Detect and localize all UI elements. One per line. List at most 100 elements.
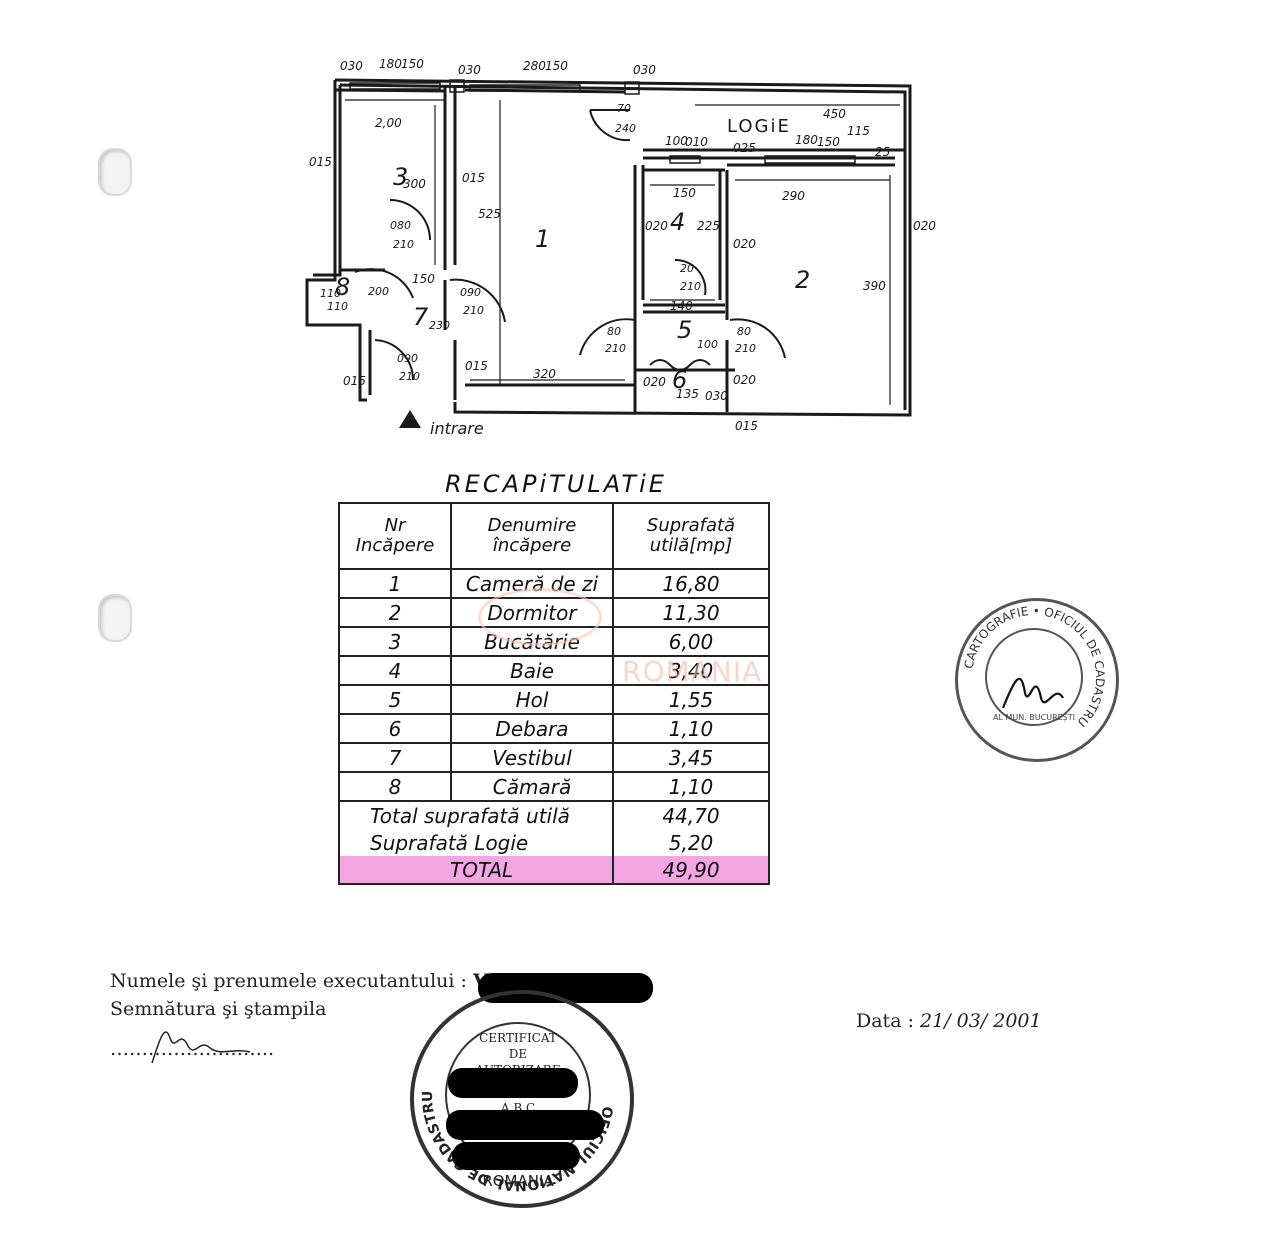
row-area: 6,00 (612, 626, 770, 657)
dim-015c: 015 (465, 359, 488, 373)
dim-top-2: 180 (379, 57, 402, 71)
svg-text:CARTOGRAFIE • OFICIUL DE CADAS: CARTOGRAFIE • OFICIUL DE CADASTRU (962, 604, 1108, 730)
dim-140: 140 (670, 299, 693, 313)
door-8-width: 110 (327, 300, 348, 313)
door-5b-width: 80 (737, 325, 751, 338)
dim-180b: 180 (795, 133, 818, 147)
logia-label: LOGiE (727, 116, 791, 137)
row-area: 3,40 (612, 655, 770, 686)
door-logie-width: 70 (617, 102, 631, 115)
total-util-label: Total suprafată utilă (338, 801, 614, 829)
logia-area-value: 5,20 (612, 829, 770, 856)
dim-top-4: 030 (458, 63, 481, 77)
grand-total-label: TOTAL (338, 856, 614, 885)
dim-top-5: 280 (523, 59, 546, 73)
row-area: 11,30 (612, 597, 770, 628)
executant-line: Numele şi prenumele executantului : V (110, 970, 488, 992)
watermark-logo (478, 588, 602, 646)
redaction-bar-1 (448, 1068, 578, 1098)
dim-015e: 015 (343, 374, 366, 388)
room-number-8: 8 (335, 273, 350, 301)
entrance-label: intrare (430, 419, 484, 438)
date-label: Data : (856, 1010, 914, 1032)
watermark-text: ROMANIA (622, 655, 763, 688)
dim-320: 320 (533, 367, 556, 381)
room-number-2: 2 (795, 266, 810, 294)
dim-300: 300 (403, 177, 426, 191)
dim-390: 390 (863, 279, 886, 293)
authorization-stamp: OFICIUL NATIONAL DE CADASTRU, GEODEZIE S… (410, 990, 634, 1208)
dim-150c: 150 (673, 186, 696, 200)
bottom-stamp-line-1: CERTIFICAT (479, 1031, 557, 1045)
door-1-width: 090 (460, 286, 481, 299)
row-area: 1,10 (612, 771, 770, 802)
row-nr: 2 (338, 597, 452, 628)
dim-030d: 030 (705, 389, 728, 403)
row-name: Baie (450, 655, 614, 686)
dim-top-6: 150 (545, 59, 568, 73)
dim-020a: 020 (645, 219, 668, 233)
door-8-height: 200 (368, 285, 389, 298)
date-value: 21/ 03/ 2001 (920, 1010, 1042, 1032)
room-number-6: 6 (672, 366, 687, 394)
grand-total-row: TOTAL 49,90 (338, 856, 770, 885)
door-4-height: 210 (680, 280, 701, 293)
header-name: Denumire încăpere (450, 502, 614, 570)
row-area: 3,45 (612, 742, 770, 773)
bottom-stamp-line-2: DE (509, 1047, 527, 1061)
row-name: Hol (450, 684, 614, 715)
row-name: Cămară (450, 771, 614, 802)
signature-scribble (1001, 677, 1064, 709)
entrance-arrow-icon (399, 410, 421, 428)
dim-200: 2,00 (375, 116, 402, 130)
logia-row: Suprafată Logie 5,20 (338, 829, 770, 856)
signature-dots: …………………….. (110, 1038, 275, 1060)
door-5a-width: 80 (607, 325, 621, 338)
room-number-4: 4 (670, 208, 685, 236)
dim-top-7: 030 (633, 63, 656, 77)
room-number-1: 1 (535, 225, 550, 253)
dim-150b: 150 (817, 135, 840, 149)
dim-290: 290 (782, 189, 805, 203)
executant-signature (151, 1031, 251, 1064)
right-stamp-ring: CARTOGRAFIE • OFICIUL DE CADASTRU (962, 604, 1108, 730)
dim-100: 100 (665, 134, 688, 148)
room-number-3: 3 (393, 163, 408, 191)
dim-100b: 100 (697, 338, 718, 351)
door-5a-height: 210 (605, 342, 626, 355)
row-area: 1,55 (612, 684, 770, 715)
dim-020b: 020 (733, 237, 756, 251)
total-util-value: 44,70 (612, 801, 770, 829)
executant-label: Numele şi prenumele executantului : (110, 970, 467, 992)
row-area: 16,80 (612, 568, 770, 599)
row-nr: 4 (338, 655, 452, 686)
bottom-stamp-country: ROMANIA (482, 1172, 554, 1190)
dim-top-1: 030 (340, 59, 363, 73)
door-3-width: 080 (390, 219, 411, 232)
dim-225: 225 (697, 219, 720, 233)
floor-plan: 3 1 4 2 5 6 7 8 LOGiE 030 180 150 030 28… (305, 57, 936, 438)
row-name: Debara (450, 713, 614, 744)
row-nr: 3 (338, 626, 452, 657)
dim-020e: 020 (733, 373, 756, 387)
recap-table: Nr Incăpere Denumire încăpere Suprafată … (338, 502, 770, 885)
cadastre-stamp-right: CARTOGRAFIE • OFICIUL DE CADASTRU AL MUN… (955, 598, 1119, 762)
grand-total-value: 49,90 (612, 856, 770, 885)
dim-015a: 015 (309, 155, 332, 169)
dim-015b: 015 (462, 171, 485, 185)
row-nr: 7 (338, 742, 452, 773)
logia-area-label: Suprafată Logie (338, 829, 614, 856)
dim-110: 110 (320, 287, 341, 300)
dim-450: 450 (823, 107, 846, 121)
row-name: Vestibul (450, 742, 614, 773)
total-util-row: Total suprafată utilă 44,70 (338, 801, 770, 829)
dim-25: 25 (875, 145, 890, 159)
row-nr: 5 (338, 684, 452, 715)
dim-135: 135 (676, 387, 699, 401)
door-4-width: 20 (680, 262, 694, 275)
dim-010: 010 (685, 135, 708, 149)
